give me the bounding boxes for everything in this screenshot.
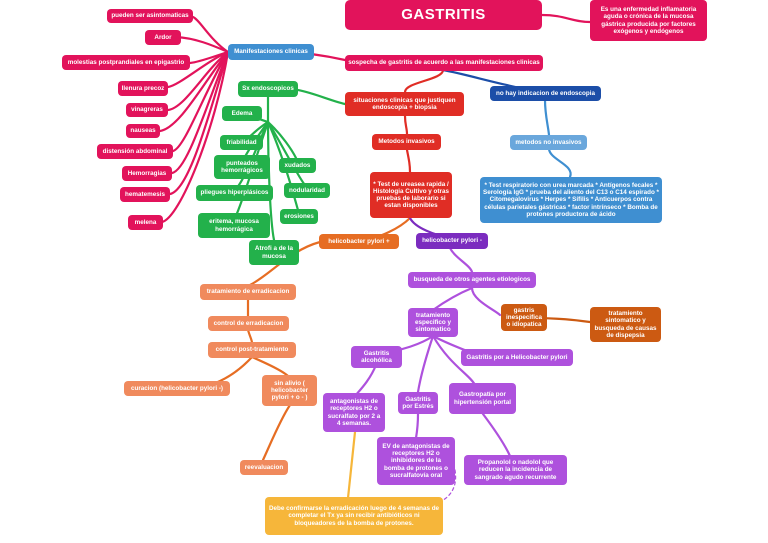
tto-especifico-node: tratamiento especifico y sintomatico	[408, 308, 458, 337]
sx-item-node: pliegues hiperplásicos	[196, 185, 273, 201]
sx-item-node: Atrofi a de la mucosa	[249, 240, 299, 265]
sx-item-node: nodularidad	[284, 183, 330, 198]
symptom-node: pueden ser asintomaticas	[107, 9, 193, 23]
busqueda-node: busqueda de otros agentes etiologicos	[408, 272, 536, 288]
symptom-node: distensión abdominal	[97, 144, 173, 159]
sin-alivio-node: sin alivio ( helicobacter pylori + o - )	[262, 375, 317, 406]
inespecifica-node: gastris inespecifica o idiopatica	[501, 304, 547, 331]
no-invasivos-list-node: * Test respiratorio con urea marcada * A…	[480, 177, 662, 223]
sx-item-node: Edema	[222, 106, 262, 121]
sx-item-node: friabilidad	[220, 135, 263, 150]
sintomatico-node: tratamiento sintomatico y busqueda de ca…	[590, 307, 661, 342]
symptom-node: Hemorragias	[122, 166, 172, 181]
metodos-invasivos-node: Metodos invasivos	[372, 134, 441, 150]
gastropatia-portal-node: Gastropatía por hipertensión portal	[449, 383, 516, 414]
symptom-node: melena	[128, 215, 163, 230]
situaciones-node: situaciones clinicas que justiquen endos…	[345, 92, 464, 116]
sx-item-node: xudados	[279, 158, 316, 173]
antagonistas-node: antagonistas de receptores H2 o sucralfa…	[323, 393, 385, 432]
no-endoscopia-node: no hay indicacion de endoscopia	[490, 86, 601, 101]
symptom-node: hematemesis	[120, 187, 170, 202]
sx-item-node: punteados hemorrágicos	[214, 155, 270, 179]
sx-item-node: eritema, mucosa hemorrágica	[198, 213, 270, 238]
reevaluacion-node: reevaluacion	[240, 460, 288, 475]
propanolol-node: Propanolol o nadolol que reducen la inci…	[464, 455, 567, 485]
gastritis-estres-node: Gastritis por Estrés	[398, 392, 438, 414]
tratamiento-erradicacion-node: tratamiento de erradicacion	[200, 284, 296, 300]
symptom-node: Ardor	[145, 30, 181, 45]
metodos-no-invasivos-node: metodos no invasivos	[510, 135, 587, 150]
confirmacion-note: Debe confirmarse la erradicación luego d…	[265, 497, 443, 535]
symptom-node: molestias postprandiales en epigastrio	[62, 55, 190, 70]
definition-node: Es una enfermedad inflamatoria aguda o c…	[590, 0, 707, 41]
control-erradicacion-node: control de erradicacion	[208, 316, 289, 331]
gastritis-alcoholica-node: Gastritis alcohólica	[351, 346, 402, 368]
manifestaciones-node: Manifestaciones clinicas	[228, 44, 314, 60]
curacion-node: curacion (helicobacter pylori -)	[124, 381, 230, 396]
control-post-node: control post-tratamiento	[208, 342, 296, 358]
symptom-node: llenura precoz	[118, 81, 168, 96]
invasivos-list-node: * Test de ureasea rapida / Histologia Cu…	[370, 172, 452, 218]
title-node: GASTRITIS	[345, 0, 542, 30]
hp-negative-node: helicobacter pylori -	[416, 233, 488, 249]
sx-endoscopicos-node: Sx endoscopicos	[238, 81, 298, 97]
sx-item-node: erosiones	[280, 209, 318, 224]
symptom-node: vinagreras	[126, 103, 168, 117]
hp-positive-node: helicobacter pylori +	[319, 234, 399, 249]
gastritis-hp-node: Gastritis por a Helicobacter pylori	[461, 349, 573, 366]
ev-antagonistas-node: EV de antagonistas de receptores H2 o in…	[377, 437, 455, 485]
symptom-node: nauseas	[126, 124, 160, 138]
sospecha-node: sospecha de gastritis de acuerdo a las m…	[345, 55, 543, 71]
